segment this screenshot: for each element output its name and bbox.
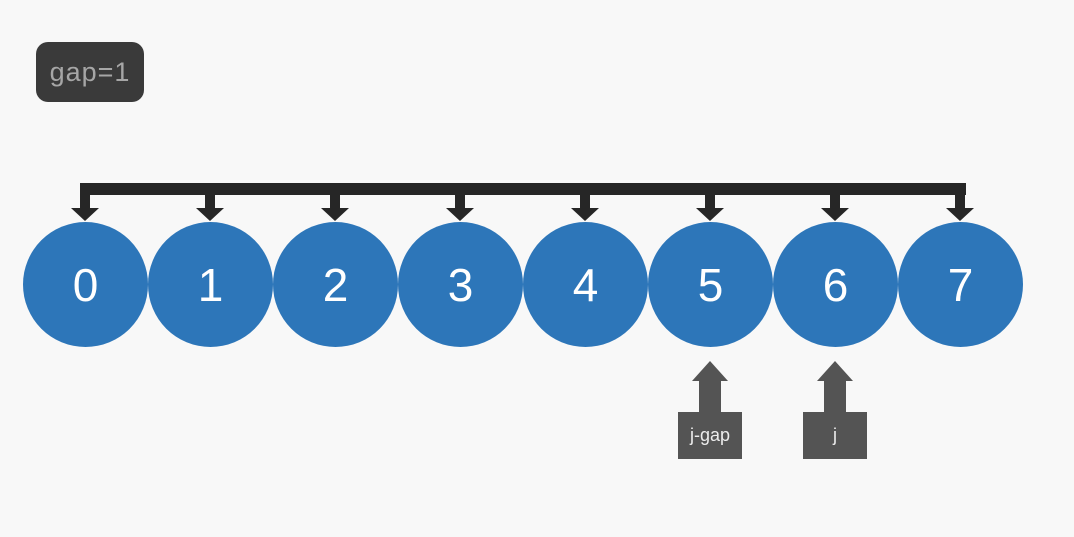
down-arrow-head <box>321 208 349 221</box>
node-circle-4: 4 <box>523 222 648 347</box>
down-arrow-stem <box>705 195 715 208</box>
node-circle-3: 3 <box>398 222 523 347</box>
pointer-label-j-gap: j-gap <box>678 412 742 459</box>
node-circle-7: 7 <box>898 222 1023 347</box>
down-arrow-icon <box>821 195 849 221</box>
down-arrow-stem <box>330 195 340 208</box>
up-arrow-icon <box>692 361 728 381</box>
node-circle-6: 6 <box>773 222 898 347</box>
down-arrow-icon <box>196 195 224 221</box>
down-arrow-icon <box>571 195 599 221</box>
down-arrow-head <box>821 208 849 221</box>
down-arrow-head <box>946 208 974 221</box>
node-circle-1: 1 <box>148 222 273 347</box>
down-arrow-stem <box>80 195 90 208</box>
node-circle-5: 5 <box>648 222 773 347</box>
down-arrow-head <box>696 208 724 221</box>
down-arrow-icon <box>696 195 724 221</box>
down-arrow-head <box>571 208 599 221</box>
down-arrow-icon <box>71 195 99 221</box>
down-arrow-stem <box>580 195 590 208</box>
gap-badge: gap=1 <box>36 42 144 102</box>
up-arrow-icon <box>817 361 853 381</box>
down-arrow-stem <box>455 195 465 208</box>
node-circle-2: 2 <box>273 222 398 347</box>
top-bracket-bar <box>80 183 966 195</box>
down-arrow-stem <box>830 195 840 208</box>
down-arrow-stem <box>205 195 215 208</box>
down-arrow-icon <box>946 195 974 221</box>
pointer-label-j: j <box>803 412 867 459</box>
node-circle-0: 0 <box>23 222 148 347</box>
down-arrow-icon <box>321 195 349 221</box>
down-arrow-head <box>71 208 99 221</box>
down-arrow-head <box>446 208 474 221</box>
down-arrow-icon <box>446 195 474 221</box>
down-arrow-head <box>196 208 224 221</box>
down-arrow-stem <box>955 195 965 208</box>
up-arrow-stem <box>824 381 846 414</box>
up-arrow-stem <box>699 381 721 414</box>
